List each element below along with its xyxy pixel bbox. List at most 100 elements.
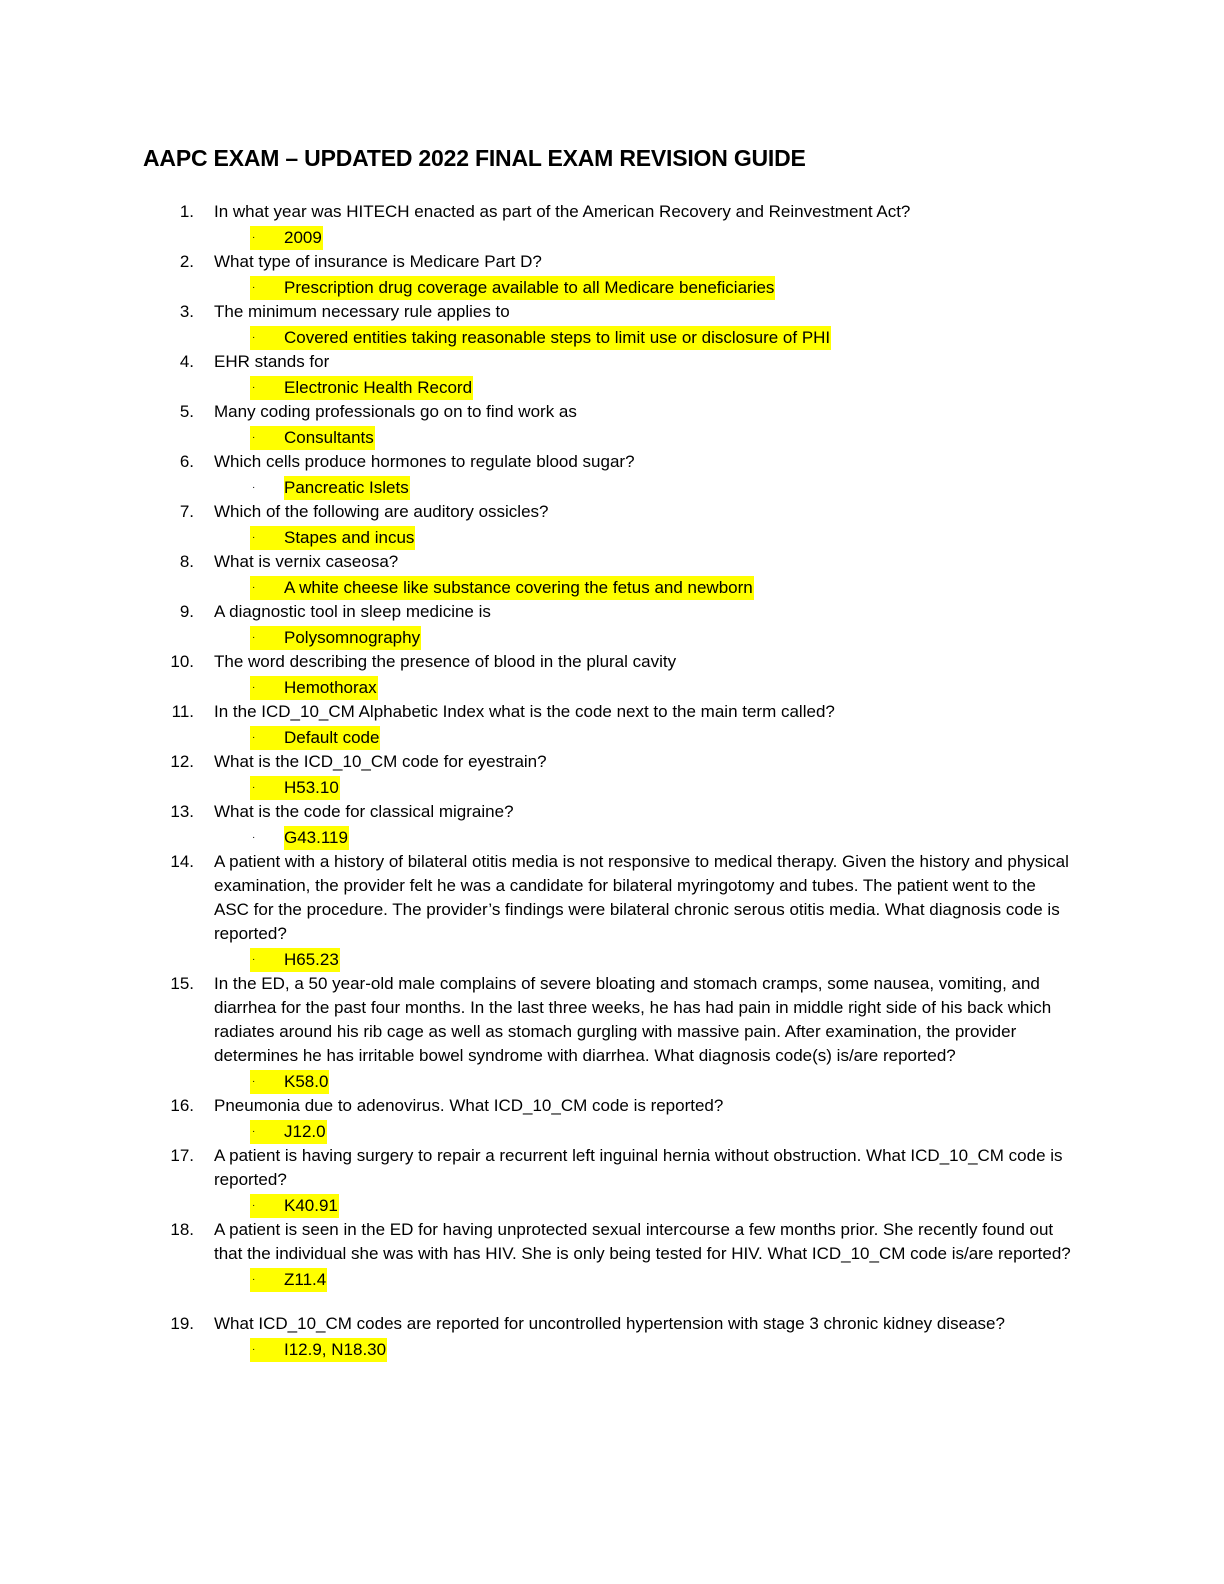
question-number: 5.: [179, 402, 194, 421]
question-text: Which of the following are auditory ossi…: [214, 502, 549, 521]
question-text: The minimum necessary rule applies to: [214, 302, 510, 321]
bullet-icon: ·: [250, 626, 284, 650]
question-list: 1. In what year was HITECH enacted as pa…: [0, 200, 1224, 1362]
question-item: 6. Which cells produce hormones to regul…: [0, 450, 1224, 500]
highlighted-answer: 2009: [284, 226, 323, 250]
question-number: 3.: [179, 302, 194, 321]
question-text: Pneumonia due to adenovirus. What ICD_10…: [214, 1096, 724, 1115]
question-item: 8. What is vernix caseosa? · A white che…: [0, 550, 1224, 600]
question-item: 12. What is the ICD_10_CM code for eyest…: [0, 750, 1224, 800]
question-number: 10.: [170, 652, 194, 671]
answer-row: · J12.0: [0, 1120, 1224, 1144]
answer-row: · Covered entities taking reasonable ste…: [0, 326, 1224, 350]
question-number: 14.: [170, 852, 194, 871]
question-text: What type of insurance is Medicare Part …: [214, 252, 542, 271]
answer-row: · H65.23: [0, 948, 1224, 972]
question-number: 8.: [179, 552, 194, 571]
bullet-icon: ·: [250, 948, 284, 972]
answer-row: · Stapes and incus: [0, 526, 1224, 550]
answer-row: · A white cheese like substance covering…: [0, 576, 1224, 600]
answer-row: · 2009: [0, 226, 1224, 250]
highlighted-answer: Z11.4: [284, 1268, 328, 1292]
question-text: What is the code for classical migraine?: [214, 802, 514, 821]
question-item: 2. What type of insurance is Medicare Pa…: [0, 250, 1224, 300]
question-item: 9. A diagnostic tool in sleep medicine i…: [0, 600, 1224, 650]
question-text: Which cells produce hormones to regulate…: [214, 452, 635, 471]
highlighted-answer: Electronic Health Record: [284, 376, 474, 400]
answer-row: · K40.91: [0, 1194, 1224, 1218]
question-text: A patient is having surgery to repair a …: [214, 1146, 1063, 1189]
highlighted-answer: G43.119: [284, 826, 349, 850]
highlighted-answer: Prescription drug coverage available to …: [284, 276, 776, 300]
question-number: 17.: [170, 1146, 194, 1165]
question-item: 5. Many coding professionals go on to fi…: [0, 400, 1224, 450]
highlighted-answer: K40.91: [284, 1194, 339, 1218]
question-text: In the ICD_10_CM Alphabetic Index what i…: [214, 702, 835, 721]
answer-row: · H53.10: [0, 776, 1224, 800]
question-number: 9.: [179, 602, 194, 621]
question-item: 13. What is the code for classical migra…: [0, 800, 1224, 850]
answer-row: · Polysomnography: [0, 626, 1224, 650]
question-item: 15. In the ED, a 50 year-old male compla…: [0, 972, 1224, 1094]
question-number: 18.: [170, 1220, 194, 1239]
question-number: 15.: [170, 974, 194, 993]
bullet-icon: ·: [250, 426, 284, 450]
question-text: Many coding professionals go on to find …: [214, 402, 577, 421]
bullet-icon: ·: [252, 832, 256, 843]
question-number: 7.: [179, 502, 194, 521]
highlighted-answer: K58.0: [284, 1070, 330, 1094]
paragraph-spacer: [0, 1292, 1224, 1312]
question-number: 1.: [179, 202, 194, 221]
bullet-icon: ·: [250, 526, 284, 550]
question-text: The word describing the presence of bloo…: [214, 652, 677, 671]
bullet-icon: ·: [250, 676, 284, 700]
question-item: 7. Which of the following are auditory o…: [0, 500, 1224, 550]
question-number: 6.: [179, 452, 194, 471]
question-item: 19. What ICD_10_CM codes are reported fo…: [0, 1312, 1224, 1362]
question-number: 4.: [179, 352, 194, 371]
highlighted-answer: Polysomnography: [284, 626, 422, 650]
question-text: EHR stands for: [214, 352, 330, 371]
bullet-icon: ·: [250, 1120, 284, 1144]
question-item: 3. The minimum necessary rule applies to…: [0, 300, 1224, 350]
bullet-icon: ·: [250, 576, 284, 600]
bullet-icon: ·: [252, 482, 256, 493]
bullet-icon: ·: [250, 1194, 284, 1218]
question-number: 16.: [170, 1096, 194, 1115]
answer-row: · Hemothorax: [0, 676, 1224, 700]
highlighted-answer: Stapes and incus: [284, 526, 416, 550]
answer-row: · Pancreatic Islets: [0, 476, 1224, 500]
question-item: 1. In what year was HITECH enacted as pa…: [0, 200, 1224, 250]
answer-row: · I12.9, N18.30: [0, 1338, 1224, 1362]
highlighted-answer: Default code: [284, 726, 381, 750]
question-number: 2.: [179, 252, 194, 271]
answer-row: · Default code: [0, 726, 1224, 750]
answer-row: · Consultants: [0, 426, 1224, 450]
highlighted-answer: H65.23: [284, 948, 340, 972]
answer-row: · Prescription drug coverage available t…: [0, 276, 1224, 300]
question-number: 19.: [170, 1314, 194, 1333]
highlighted-answer: Covered entities taking reasonable steps…: [284, 326, 832, 350]
answer-row: · K58.0: [0, 1070, 1224, 1094]
highlighted-answer: H53.10: [284, 776, 340, 800]
highlighted-answer: A white cheese like substance covering t…: [284, 576, 754, 600]
question-item: 4. EHR stands for · Electronic Health Re…: [0, 350, 1224, 400]
question-text: What ICD_10_CM codes are reported for un…: [214, 1314, 1005, 1333]
bullet-icon: ·: [250, 1268, 284, 1292]
question-item: 14. A patient with a history of bilatera…: [0, 850, 1224, 972]
bullet-icon: ·: [250, 376, 284, 400]
bullet-icon: ·: [250, 226, 284, 250]
highlighted-answer: J12.0: [284, 1120, 327, 1144]
answer-row: · G43.119: [0, 826, 1224, 850]
question-text: A diagnostic tool in sleep medicine is: [214, 602, 491, 621]
question-number: 11.: [171, 702, 194, 721]
highlighted-answer: Hemothorax: [284, 676, 378, 700]
bullet-icon: ·: [250, 1070, 284, 1094]
question-number: 12.: [170, 752, 194, 771]
question-item: 11. In the ICD_10_CM Alphabetic Index wh…: [0, 700, 1224, 750]
question-text: A patient is seen in the ED for having u…: [214, 1220, 1071, 1263]
bullet-icon: ·: [250, 326, 284, 350]
question-text: In the ED, a 50 year-old male complains …: [214, 974, 1052, 1065]
bullet-icon: ·: [250, 776, 284, 800]
